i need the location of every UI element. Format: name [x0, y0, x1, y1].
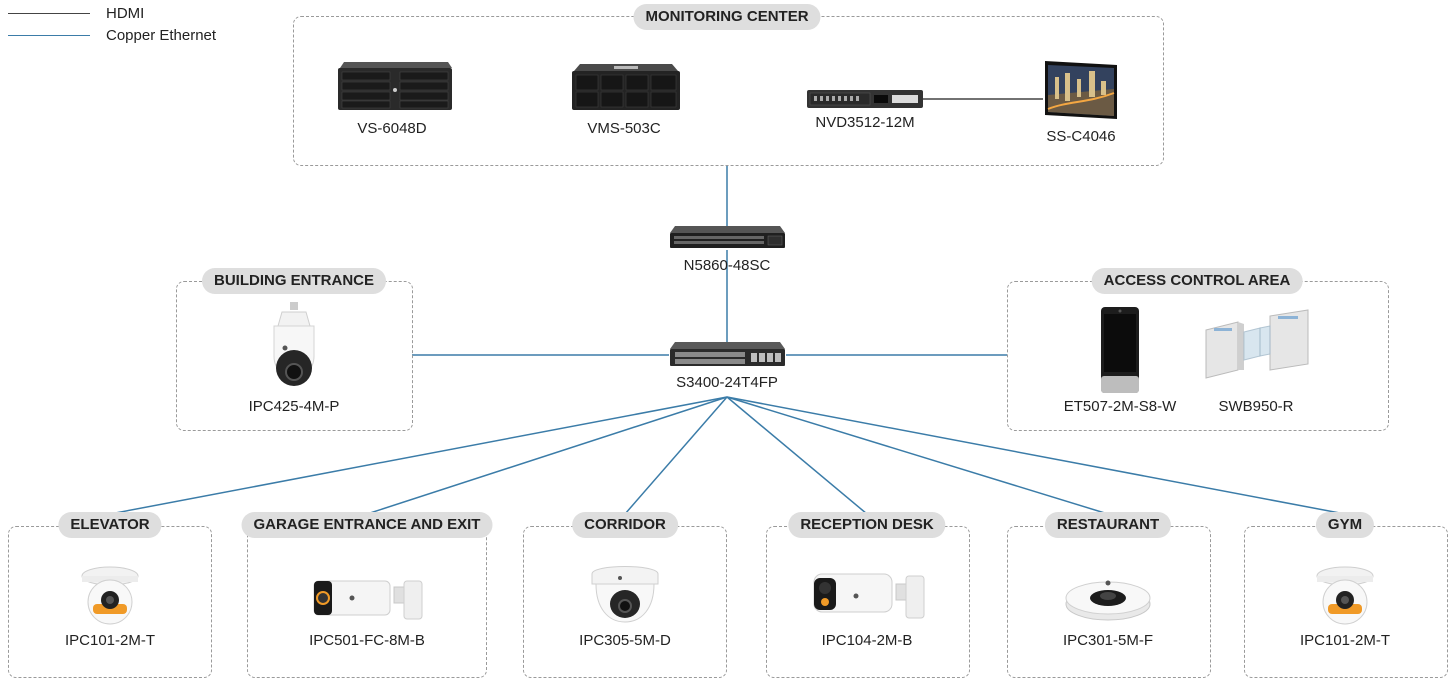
video-wall-screen-icon — [1045, 61, 1117, 119]
zone-title-monitoring-center: MONITORING CENTER — [633, 4, 821, 30]
device-label-vs-6048d: VS-6048D — [357, 120, 427, 137]
device-label-gym-ipc101-2m-t: IPC101-2M-T — [1299, 632, 1391, 649]
device-label-ipc501-fc-8m-b: IPC501-FC-8M-B — [309, 632, 425, 649]
device-label-ipc425-4m-p: IPC425-4M-P — [248, 398, 340, 415]
dome-camera-icon — [591, 566, 659, 623]
zone-title-restaurant: RESTAURANT — [1044, 512, 1172, 538]
legend-label-hdmi: HDMI — [106, 4, 145, 22]
turret-camera-icon — [1316, 566, 1374, 625]
zone-title-reception-desk: RECEPTION DESK — [788, 512, 946, 538]
device-label-ipc305-5m-d: IPC305-5M-D — [579, 632, 671, 649]
device-label-swb950-r: SWB950-R — [1218, 398, 1294, 415]
core-switch-icon — [670, 226, 785, 248]
zone-title-corridor: CORRIDOR — [572, 512, 678, 538]
zone-title-gym: GYM — [1315, 512, 1375, 538]
device-label-vms-503c: VMS-503C — [587, 120, 661, 137]
zone-title-garage: GARAGE ENTRANCE AND EXIT — [241, 512, 493, 538]
zone-title-elevator: ELEVATOR — [58, 512, 162, 538]
face-terminal-icon — [1101, 307, 1139, 393]
ethernet-link-poe-to-reception — [726, 396, 868, 515]
legend-label-ethernet: Copper Ethernet — [106, 26, 217, 44]
poe-switch-icon — [670, 342, 785, 366]
zone-title-access-control-area: ACCESS CONTROL AREA — [1091, 268, 1303, 294]
turret-camera-icon — [81, 566, 139, 625]
vms-server-icon — [572, 64, 680, 110]
video-decoder-icon — [807, 90, 923, 108]
swing-gate-icon — [1205, 309, 1309, 379]
ethernet-link-poe-to-gym — [726, 396, 1346, 515]
legend-swatch-hdmi — [8, 12, 90, 14]
device-label-n5860-48sc: N5860-48SC — [683, 257, 771, 274]
device-label-ipc104-2m-b: IPC104-2M-B — [821, 632, 913, 649]
device-label-s3400-24t4fp: S3400-24T4FP — [676, 374, 778, 391]
fisheye-camera-icon — [1065, 580, 1151, 621]
zone-title-building-entrance: BUILDING ENTRANCE — [202, 268, 386, 294]
ethernet-link-poe-to-restaurant — [726, 396, 1109, 515]
storage-server-icon — [338, 62, 452, 110]
device-label-ss-c4046: SS-C4046 — [1046, 128, 1116, 145]
ethernet-link-poe-to-garage — [366, 396, 728, 515]
device-label-elevator-ipc101-2m-t: IPC101-2M-T — [64, 632, 156, 649]
bullet-camera-icon — [313, 580, 423, 620]
legend-ethernet: Copper Ethernet — [8, 26, 216, 44]
device-label-nvd3512-12m: NVD3512-12M — [815, 114, 915, 131]
ethernet-link-poe-to-elevator — [109, 396, 728, 515]
legend-hdmi: HDMI — [8, 4, 144, 22]
device-label-ipc301-5m-f: IPC301-5M-F — [1062, 632, 1154, 649]
ptz-camera-icon — [273, 302, 315, 386]
bullet-camera-icon — [813, 573, 925, 619]
device-label-et507-2m-s8-w: ET507-2M-S8-W — [1063, 398, 1177, 415]
ethernet-link-poe-to-corridor — [624, 396, 728, 515]
legend-swatch-ethernet — [8, 34, 90, 36]
